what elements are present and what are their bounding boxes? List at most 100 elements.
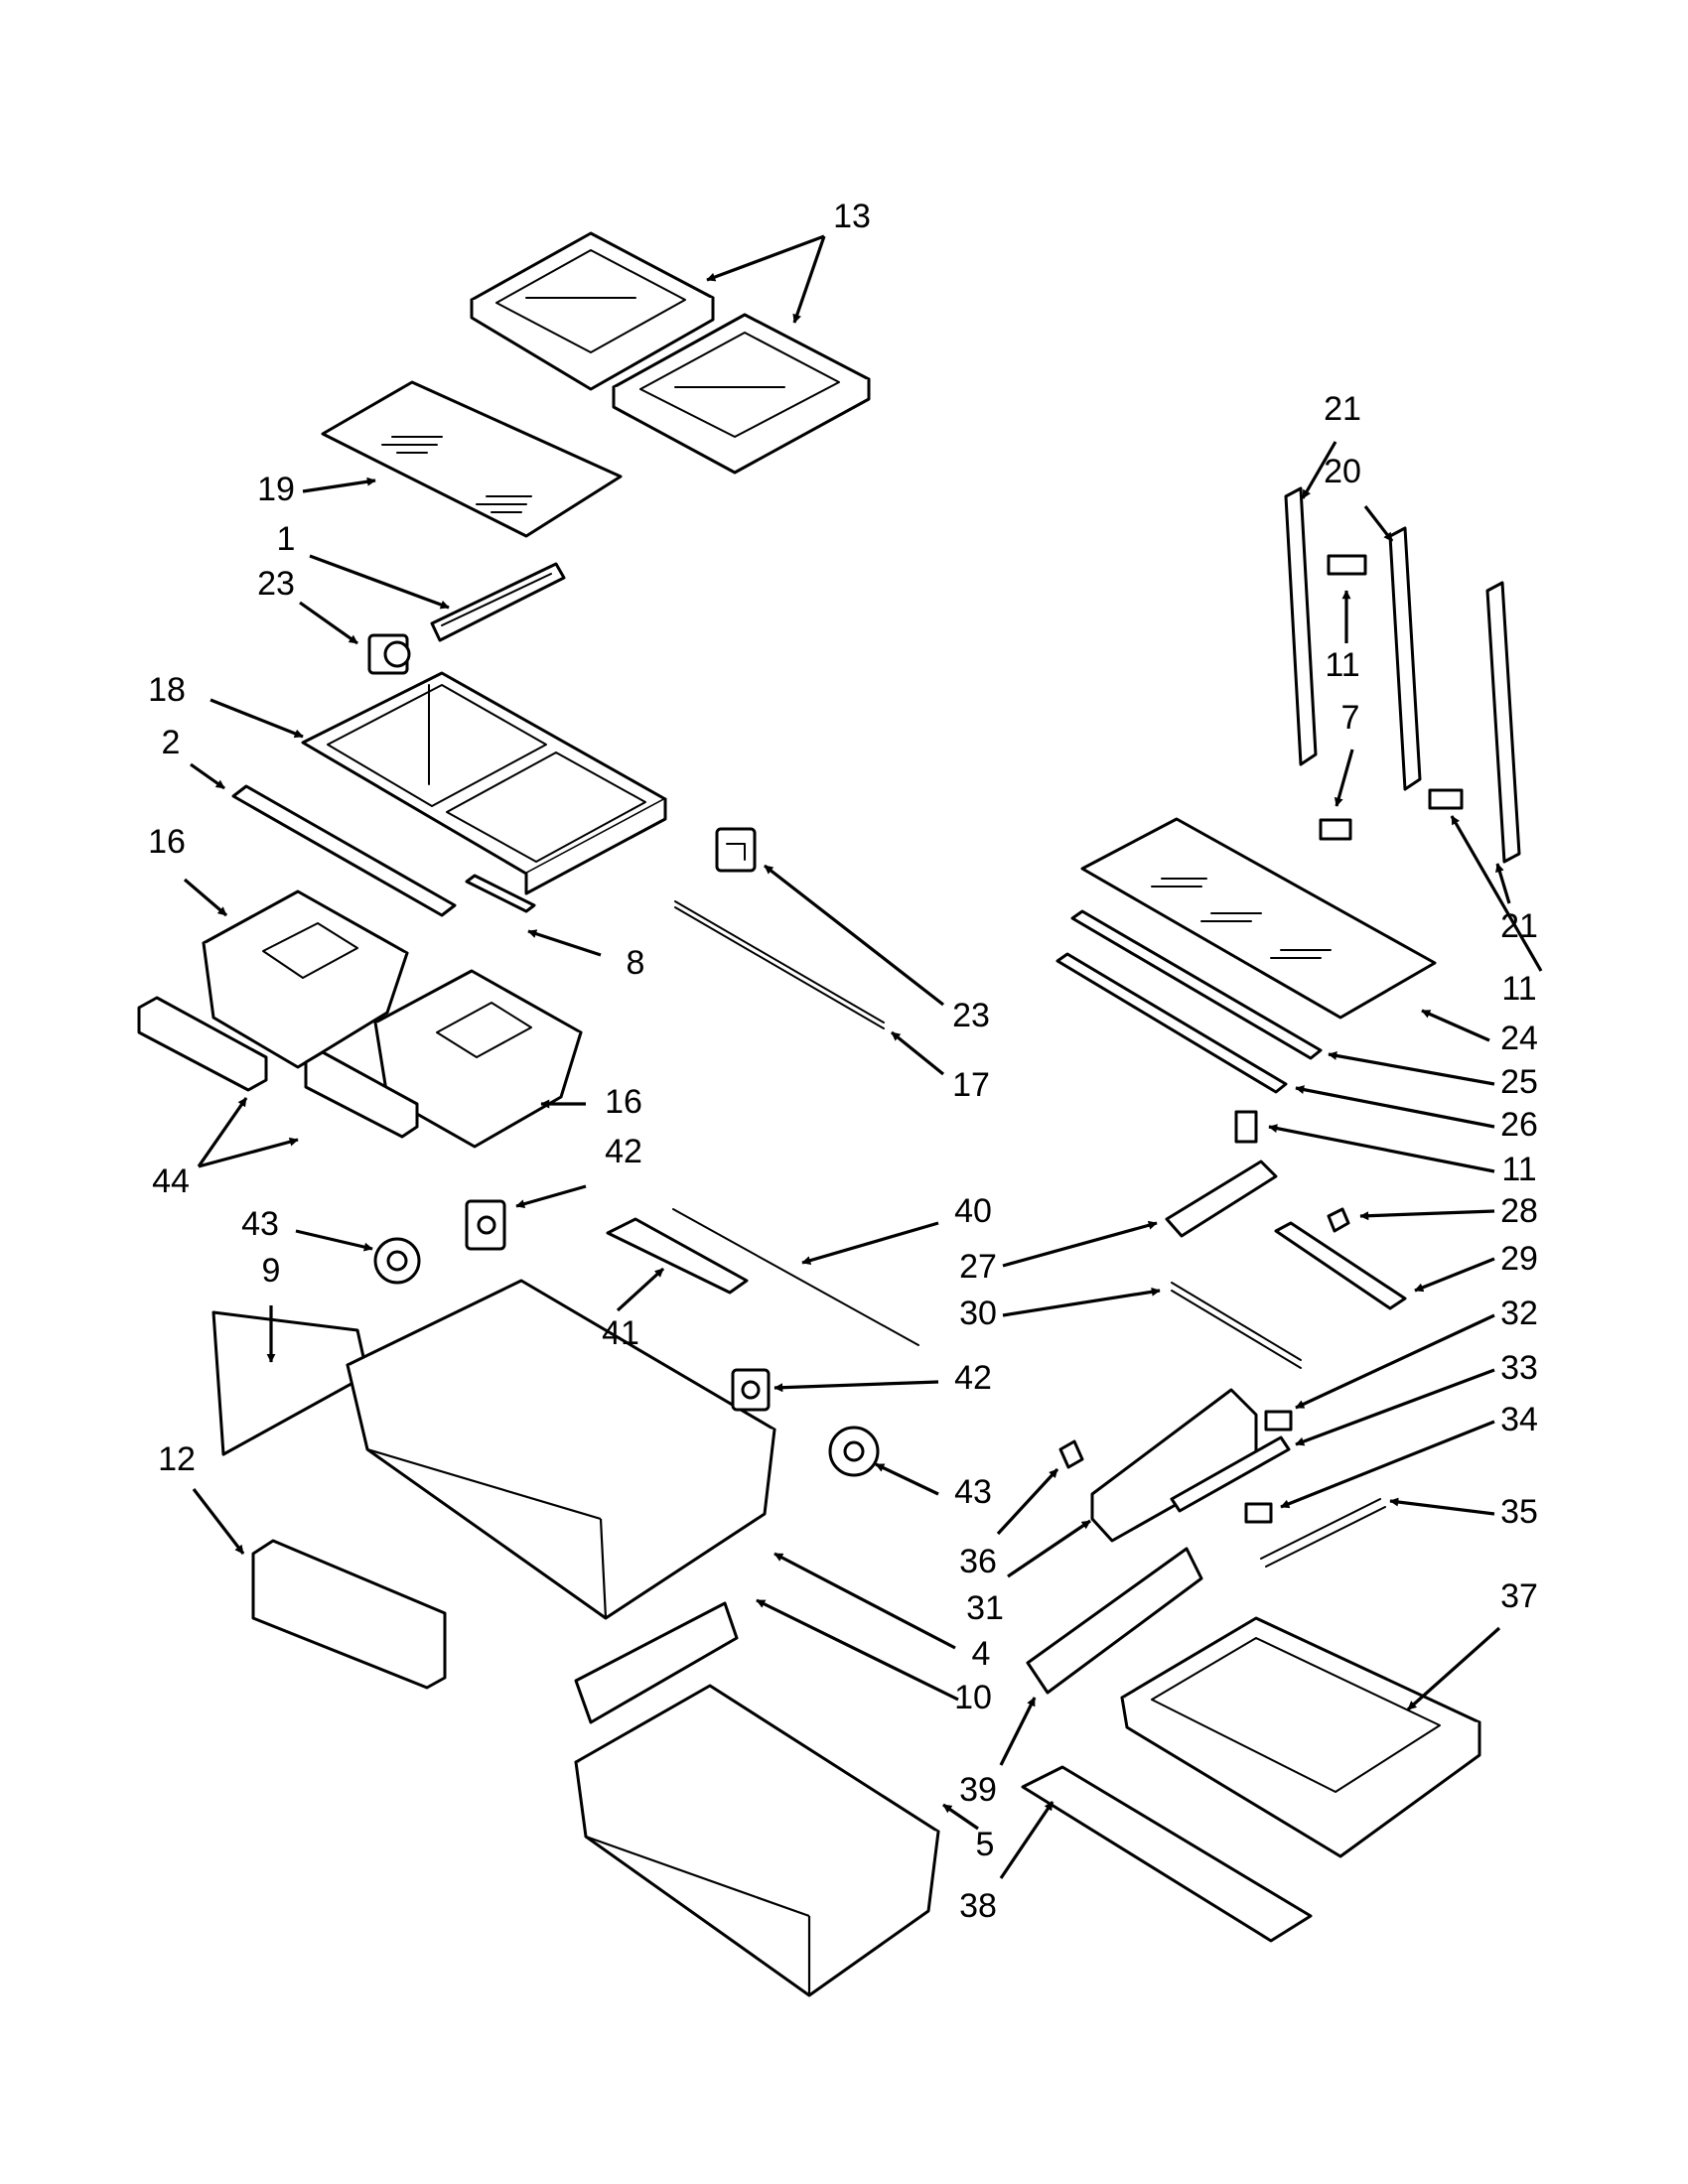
bracket-right-42 [731,1368,771,1412]
screw-7 [1319,818,1352,841]
callout-20: 20 [1324,453,1361,490]
callout-16a: 16 [148,823,186,861]
leader-4 [774,1552,956,1650]
tray-37 [1120,1616,1481,1858]
long-rod [674,900,885,1029]
crisper-cover-frame [301,671,667,895]
callout-31: 31 [966,1589,1004,1627]
leader-13b [792,235,826,324]
callout-17: 17 [952,1066,990,1104]
callout-36: 36 [959,1543,997,1580]
callout-30: 30 [959,1295,997,1332]
leader-40 [801,1221,939,1266]
leader-1 [309,554,450,610]
leader-16a [183,878,228,917]
rail-29 [1274,1221,1407,1310]
callout-44: 44 [152,1162,190,1200]
trim-25 [1070,909,1323,1060]
leader-33 [1295,1368,1495,1446]
shelf-frame-left [470,231,715,391]
bracket-left [367,633,411,675]
callout-4: 4 [972,1635,991,1673]
shelf-frame-right [612,313,871,475]
leader-35 [1389,1497,1495,1516]
wire-basket-lower [574,1684,940,1997]
callout-37: 37 [1500,1577,1538,1615]
bracket-left-42 [465,1199,506,1251]
leader-27 [1002,1220,1158,1268]
callout-19: 19 [257,471,295,508]
leader-2 [190,762,225,790]
callout-25: 25 [1500,1063,1538,1101]
leader-13a [706,234,825,282]
wire-basket-upper [346,1279,776,1620]
drawer-handle-right [304,1050,419,1139]
callout-11b: 11 [1501,970,1536,1008]
callout-29: 29 [1500,1240,1538,1278]
screw-11b [1428,788,1464,810]
rail-30 [1171,1282,1302,1369]
callout-41: 41 [602,1314,639,1352]
callout-11a: 11 [1325,646,1359,684]
leader-12 [192,1488,245,1555]
leader-29 [1414,1257,1495,1293]
leader-18 [210,698,304,739]
divider-10 [574,1601,739,1724]
callout-40: 40 [954,1192,992,1230]
screw-34 [1244,1502,1273,1524]
gear-left-43 [373,1237,421,1285]
slide-bracket [606,1217,749,1295]
callout-16b: 16 [605,1083,642,1121]
callout-24: 24 [1500,1020,1538,1057]
leader-20 [1363,505,1394,542]
callout-26: 26 [1500,1106,1538,1144]
leader-44b [198,1137,299,1168]
leader-26 [1295,1085,1495,1129]
callout-23a: 23 [257,565,295,603]
leader-21b [1495,863,1511,904]
callout-9: 9 [262,1252,281,1290]
leader-32 [1295,1313,1495,1410]
glass-shelf-top [321,380,623,538]
callout-39: 39 [959,1771,997,1809]
leader-36 [996,1467,1059,1536]
callout-32: 32 [1500,1295,1538,1332]
callout-labels: 13 19 1 23 18 2 16 8 23 17 16 44 42 43 9… [148,198,1538,1925]
callout-2: 2 [162,724,181,761]
leader-10 [756,1598,959,1702]
link-35 [1260,1498,1386,1568]
leader-31 [1007,1519,1091,1578]
leader-lines [183,234,1543,1879]
callout-28: 28 [1500,1192,1538,1230]
callout-43b: 43 [954,1473,992,1511]
callout-21a: 21 [1324,390,1361,428]
trim-strip [231,784,457,917]
bracket-right [715,827,757,873]
front-panel-12 [251,1539,447,1690]
leader-7 [1334,749,1354,807]
crisper-drawer-right [373,969,583,1149]
callout-10: 10 [954,1679,992,1716]
crisper-drawer-left [202,889,409,1069]
leader-11c [1268,1124,1495,1173]
callout-42b: 42 [954,1359,992,1397]
slide-33 [1170,1435,1291,1513]
drawer-handle-left [137,996,268,1092]
shelf-rail [430,562,566,642]
screw-11c [1234,1110,1258,1144]
leader-25 [1328,1051,1495,1086]
thin-rod [672,1208,919,1346]
leader-11b [1450,815,1543,972]
trim-26 [1055,952,1288,1094]
clip-28 [1327,1207,1350,1233]
callout-23b: 23 [952,997,990,1034]
leader-23a [299,601,358,645]
callout-38: 38 [959,1887,997,1925]
glass-shelf-right [1080,817,1437,1020]
leader-21a [1301,441,1337,499]
leader-37 [1406,1626,1501,1711]
leader-17 [890,1030,945,1076]
leader-43b [875,1462,939,1496]
callout-13: 13 [833,198,871,235]
